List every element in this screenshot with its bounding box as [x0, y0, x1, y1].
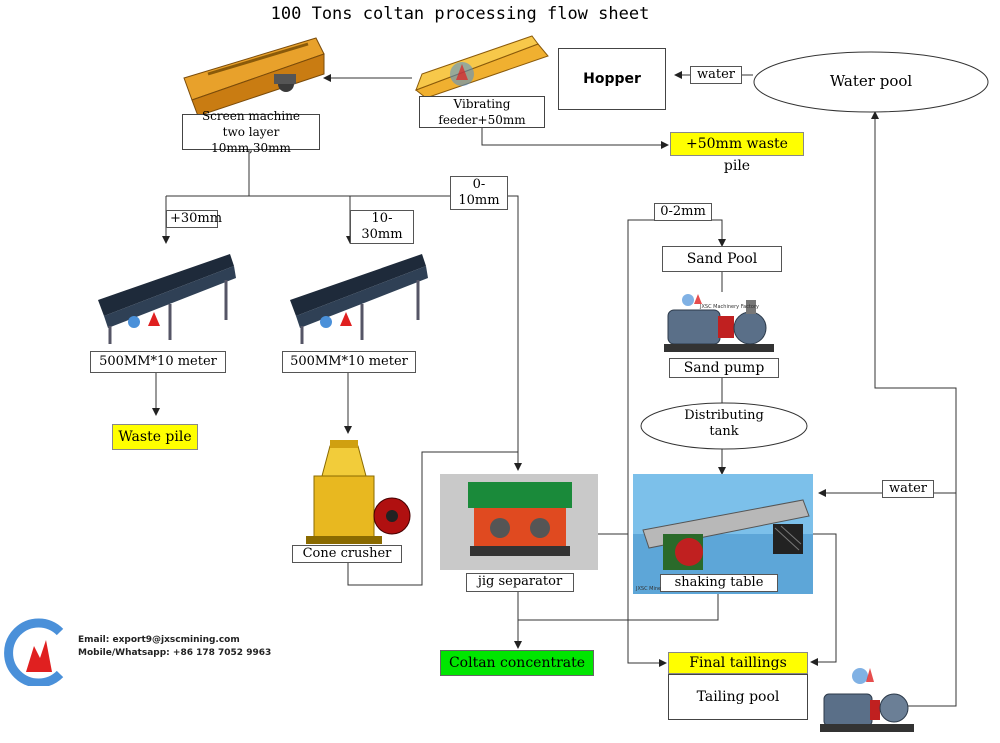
jig-separator-illustration	[440, 474, 598, 570]
edge-screen-split	[248, 150, 522, 471]
vibrating-feeder-illustration	[415, 35, 549, 98]
jig-separator-label: jig separator	[466, 573, 574, 592]
edge-crusher-jig	[347, 451, 518, 586]
return-water-pump-illustration	[820, 668, 914, 732]
cone-crusher-label: Cone crusher	[292, 545, 402, 563]
mine-watermark: JXSC Mine	[636, 586, 662, 592]
water-right-label: water	[882, 480, 934, 498]
water-pool-ellipse	[753, 51, 989, 113]
tailing-pool-box: Tailing pool	[668, 674, 808, 720]
conveyor-1-label: 500MM*10 meter	[90, 351, 226, 373]
contact-info: Email: export9@jxscmining.com Mobile/Wha…	[78, 634, 271, 660]
screen-machine-illustration	[183, 37, 325, 117]
conveyor-2-label: 500MM*10 meter	[282, 351, 416, 373]
coltan-concentrate-box: Coltan concentrate	[440, 650, 594, 676]
vibrating-feeder-label: Vibrating feeder+50mm	[419, 96, 545, 128]
edge-table-tailings	[810, 533, 837, 666]
distributing-tank-ellipse	[640, 402, 808, 450]
edge-table-concentrate	[518, 590, 719, 621]
diagram-title: 100 Tons coltan processing flow sheet	[270, 4, 650, 24]
size-0-10-label: 0-10mm	[450, 176, 508, 210]
size-10-30-label: 10-30mm	[350, 210, 414, 244]
waste-50-box: +50mm waste pile	[670, 132, 804, 174]
contact-email: Email: export9@jxscmining.com	[78, 635, 240, 645]
size-0-2-label: 0-2mm	[654, 203, 712, 221]
belt-conveyor-1-illustration	[98, 254, 236, 344]
water-top-label: water	[690, 66, 742, 84]
contact-phone: Mobile/Whatsapp: +86 178 7052 9963	[78, 648, 272, 658]
sand-pool-box: Sand Pool	[662, 246, 782, 272]
hopper-box: Hopper	[558, 48, 666, 110]
belt-conveyor-2-illustration	[290, 254, 428, 344]
water-pool-label: Water pool	[829, 72, 913, 90]
sand-pump-illustration	[664, 294, 774, 352]
screen-machine-label: Screen machine two layer 10mm,30mm	[182, 109, 320, 155]
cone-crusher-illustration	[306, 440, 411, 544]
shaking-table-label: shaking table	[660, 574, 778, 592]
factory-watermark: JXSC Machinery Factory	[700, 304, 759, 310]
edge-jig-sandpool	[597, 219, 726, 535]
edge-water-up	[871, 111, 957, 493]
edge-jig-tailings	[627, 534, 667, 667]
final-tailings-box: Final taillings	[668, 652, 808, 674]
company-logo-icon	[4, 618, 64, 686]
distributing-tank-label: Distributing tank	[684, 408, 764, 439]
edge-feeder-waste50	[481, 128, 669, 149]
sand-pump-label: Sand pump	[669, 358, 779, 378]
size-30-label: +30mm	[166, 210, 222, 228]
waste-pile-box: Waste pile	[112, 424, 198, 450]
